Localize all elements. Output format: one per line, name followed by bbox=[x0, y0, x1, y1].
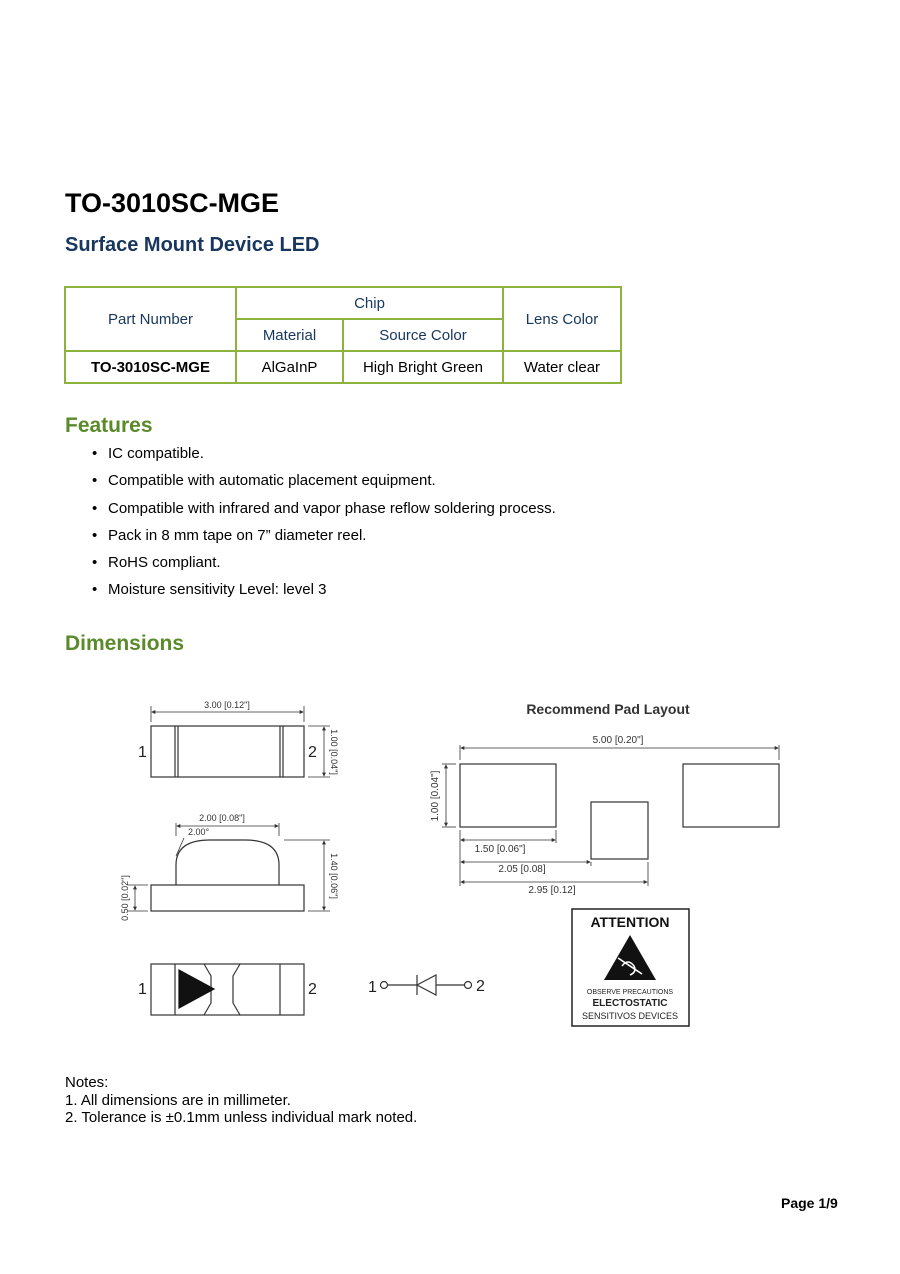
header-material: Material bbox=[235, 318, 344, 352]
pad-width-label: 1.50 [0.06"] bbox=[475, 844, 526, 855]
header-part-number: Part Number bbox=[64, 286, 237, 352]
note-item: 1. All dimensions are in millimeter. bbox=[65, 1091, 291, 1109]
attention-line3: SENSITIVOS DEVICES bbox=[582, 1011, 678, 1021]
cell-lens-color: Water clear bbox=[502, 350, 622, 384]
page-number: Page 1/9 bbox=[781, 1195, 838, 1211]
feature-item: Compatible with infrared and vapor phase… bbox=[92, 500, 556, 527]
top-view bbox=[150, 706, 330, 778]
diode-symbol-icon bbox=[379, 974, 473, 996]
note-item: 2. Tolerance is ±0.1mm unless individual… bbox=[65, 1109, 418, 1126]
pad-dim3-label: 2.95 [0.12] bbox=[528, 885, 575, 896]
schematic-pin2: 2 bbox=[476, 978, 485, 995]
polarity-triangle-icon bbox=[178, 968, 216, 1010]
schematic-pin1: 1 bbox=[368, 979, 377, 996]
pad-right bbox=[682, 763, 780, 828]
side-view-lens bbox=[175, 839, 280, 885]
header-chip: Chip bbox=[235, 286, 504, 320]
pad-layout-title: Recommend Pad Layout bbox=[526, 701, 690, 717]
bottom-view-pin2: 2 bbox=[308, 981, 317, 998]
pad-height-label: 1.00 [0.04"] bbox=[430, 770, 441, 821]
cell-part-number: TO-3010SC-MGE bbox=[64, 350, 237, 384]
top-view-pin2: 2 bbox=[308, 744, 317, 761]
cell-material: AlGaInP bbox=[235, 350, 344, 384]
feature-item: Compatible with automatic placement equi… bbox=[92, 472, 556, 499]
dimensions-heading: Dimensions bbox=[65, 632, 185, 655]
top-view-width-label: 3.00 [0.12"] bbox=[204, 700, 250, 710]
pad-dim2-label: 2.05 [0.08] bbox=[498, 864, 545, 875]
pad-total-width-label: 5.00 [0.20"] bbox=[593, 735, 644, 746]
feature-item: RoHS compliant. bbox=[92, 554, 556, 581]
features-heading: Features bbox=[65, 414, 153, 437]
pad-center bbox=[590, 801, 649, 860]
notes: Notes: 1. All dimensions are in millimet… bbox=[65, 1074, 417, 1127]
bottom-view bbox=[150, 963, 305, 1016]
feature-item: IC compatible. bbox=[92, 445, 556, 472]
esd-warning-icon bbox=[604, 935, 656, 980]
attention-title: ATTENTION bbox=[590, 914, 669, 930]
top-view-height-label: 1.00 [0.04"] bbox=[329, 729, 339, 775]
pad-layout bbox=[442, 745, 780, 886]
top-view-body bbox=[150, 725, 305, 778]
header-source-color: Source Color bbox=[342, 318, 504, 352]
notes-heading: Notes: bbox=[65, 1074, 109, 1091]
cell-source-color: High Bright Green bbox=[342, 350, 504, 384]
spec-table: Part Number Chip Lens Color Material Sou… bbox=[64, 286, 622, 384]
document-subtitle: Surface Mount Device LED bbox=[65, 234, 320, 256]
side-view-angle-label: 2.00° bbox=[188, 827, 210, 837]
bottom-view-body bbox=[150, 963, 305, 1016]
header-lens-color: Lens Color bbox=[502, 286, 622, 352]
side-view bbox=[128, 823, 330, 912]
side-view-height-label: 1.40 [0.06"] bbox=[329, 853, 339, 899]
top-view-pin1: 1 bbox=[138, 744, 147, 761]
features-list: IC compatible. Compatible with automatic… bbox=[92, 445, 556, 609]
side-view-base-label: 0.50 [0.02"] bbox=[120, 875, 130, 921]
side-view-base bbox=[150, 884, 305, 912]
bottom-view-pin1: 1 bbox=[138, 981, 147, 998]
feature-item: Moisture sensitivity Level: level 3 bbox=[92, 581, 556, 608]
feature-item: Pack in 8 mm tape on 7” diameter reel. bbox=[92, 527, 556, 554]
document-title: TO-3010SC-MGE bbox=[65, 188, 280, 218]
attention-line1: OBSERVE PRECAUTIONS bbox=[587, 989, 674, 996]
side-view-lens-width-label: 2.00 [0.08"] bbox=[199, 813, 245, 823]
attention-line2: ELECTOSTATIC bbox=[593, 998, 668, 1009]
esd-attention-label bbox=[571, 908, 690, 1027]
pad-left bbox=[459, 763, 557, 828]
